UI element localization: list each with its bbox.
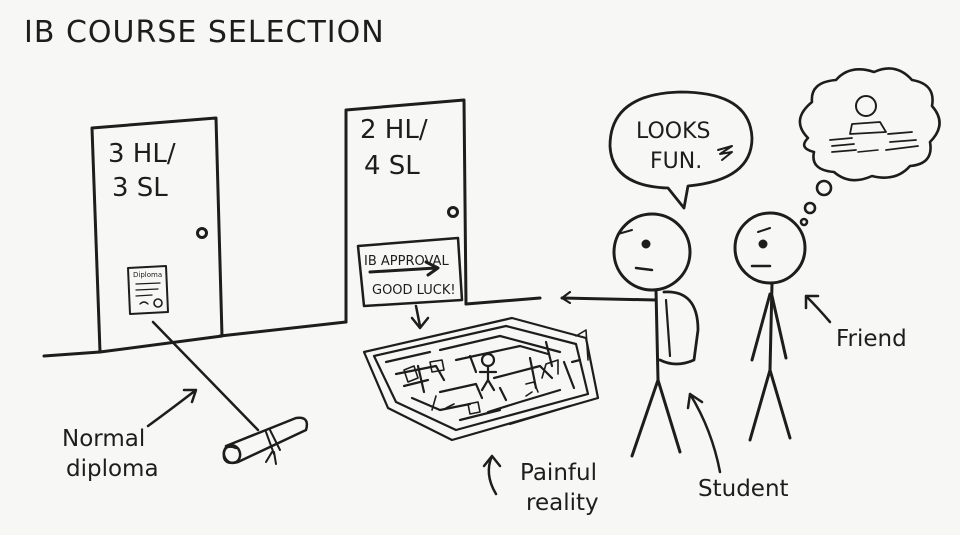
comic-title: IB COURSE SELECTION xyxy=(24,15,385,50)
arrow-friend xyxy=(804,294,832,324)
rolled-diploma-icon xyxy=(222,416,309,465)
books-stack-right-icon xyxy=(885,131,919,151)
student-eye xyxy=(641,239,651,249)
arrow-student xyxy=(686,392,722,474)
door-left-knob xyxy=(196,227,208,239)
friend-eye xyxy=(758,239,768,249)
door-right-label-line2: 4 SL xyxy=(364,151,420,181)
backpack-icon xyxy=(658,290,700,366)
friend-figure xyxy=(733,211,807,442)
label-painful-reality-line1: Painful xyxy=(520,460,597,486)
label-painful-reality-line2: reality xyxy=(526,490,599,516)
arrow-sign-to-maze xyxy=(410,304,430,330)
sign-arrow-icon xyxy=(368,260,440,277)
friend-head xyxy=(733,211,807,285)
door-right-label-line1: 2 HL/ xyxy=(360,115,428,145)
student-head xyxy=(612,212,692,292)
speech-bubble: LOOKS FUN. xyxy=(608,90,754,210)
diploma-connector-line xyxy=(151,320,260,432)
student-figure xyxy=(560,212,700,458)
student-mouth xyxy=(634,266,654,272)
floor-line-mid xyxy=(218,320,348,338)
arrow-normal-diploma xyxy=(146,388,198,428)
arrow-painful-reality xyxy=(482,454,502,496)
sign-line2: GOOD LUCK! xyxy=(372,283,456,298)
books-stack-left-icon xyxy=(829,137,857,153)
speech-line2: FUN. xyxy=(650,149,702,174)
door-right: 2 HL/ 4 SL xyxy=(344,98,468,324)
door-left: 3 HL/ 3 SL xyxy=(90,116,224,354)
floor-line-left xyxy=(42,348,102,358)
diploma-certificate: Diploma xyxy=(127,265,169,315)
door-left-label-line1: 3 HL/ xyxy=(108,139,176,169)
crying-person-icon xyxy=(855,95,877,117)
label-friend: Friend xyxy=(836,326,907,352)
label-normal-diploma-line2: diploma xyxy=(66,456,159,482)
thought-bubble xyxy=(798,67,941,227)
student-pointing-arm xyxy=(560,296,658,302)
door-left-label-line2: 3 SL xyxy=(112,173,168,203)
label-student: Student xyxy=(698,476,789,502)
certificate-label: Diploma xyxy=(133,271,162,279)
maze xyxy=(362,316,600,442)
floor-line-right xyxy=(464,296,542,306)
ib-approval-sign: IB APPROVAL GOOD LUCK! xyxy=(356,236,464,308)
certificate-seal-icon xyxy=(153,298,163,308)
speech-line1: LOOKS xyxy=(636,119,711,144)
sign-line1: IB APPROVAL xyxy=(364,254,449,269)
label-normal-diploma-line1: Normal xyxy=(62,426,145,452)
door-right-knob xyxy=(447,206,459,218)
scribble-icon xyxy=(717,145,733,161)
